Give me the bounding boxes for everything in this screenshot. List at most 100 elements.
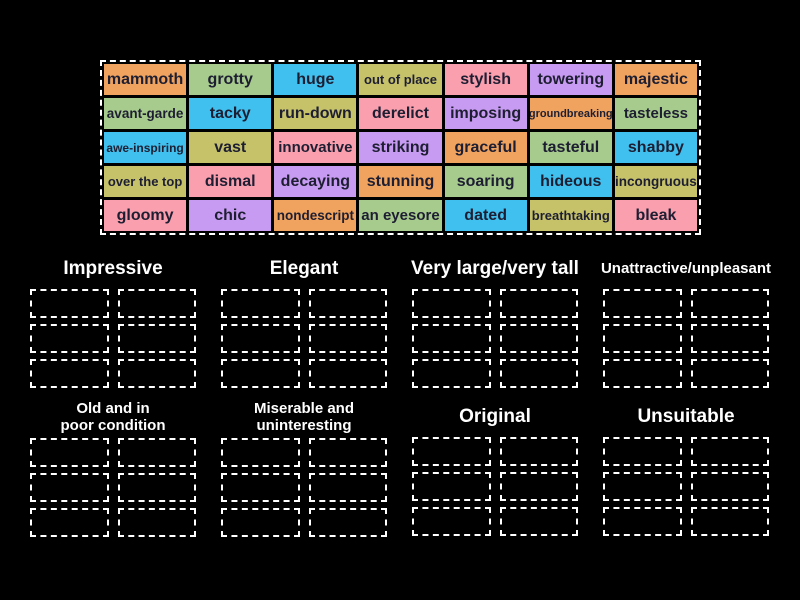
drop-slot[interactable] [117,359,196,388]
drop-slot[interactable] [30,472,109,502]
drop-slot-area [412,437,578,536]
drop-slot[interactable] [603,437,682,466]
drop-slot[interactable] [221,359,300,388]
word-tile-breathtaking[interactable]: breathtaking [529,200,612,231]
drop-slot[interactable] [499,359,578,388]
drop-slot[interactable] [412,359,491,388]
category-title: Elegant [269,258,339,280]
category-title: Very large/very tall [411,258,579,280]
drop-slot[interactable] [117,289,196,318]
drop-slot[interactable] [412,437,491,466]
drop-slot[interactable] [499,472,578,501]
drop-slot[interactable] [412,472,491,501]
drop-slot[interactable] [603,289,682,318]
drop-slot[interactable] [499,437,578,466]
drop-slot[interactable] [117,507,196,537]
word-tile-towering[interactable]: towering [529,64,612,95]
drop-slot[interactable] [690,359,769,388]
word-tile-chic[interactable]: chic [189,200,272,231]
drop-slot[interactable] [308,472,387,502]
drop-slot-area [221,289,387,388]
category-group-unattractive-unpleasant: Unattractive/unpleasant [601,252,771,388]
category-title: Unsuitable [637,406,735,428]
drop-slot[interactable] [308,359,387,388]
word-tile-gloomy[interactable]: gloomy [104,200,187,231]
drop-slot[interactable] [603,472,682,501]
word-tile-innovative[interactable]: innovative [274,132,357,163]
word-tile-an-eyesore[interactable]: an eyesore [359,200,442,231]
drop-slot[interactable] [117,472,196,502]
drop-slot[interactable] [117,324,196,353]
drop-slot[interactable] [499,324,578,353]
word-tile-avant-garde[interactable]: avant-garde [104,98,187,129]
drop-slot[interactable] [499,289,578,318]
word-tile-bleak[interactable]: bleak [614,200,697,231]
drop-slot[interactable] [221,507,300,537]
word-tile-hideous[interactable]: hideous [529,166,612,197]
drop-slot[interactable] [308,324,387,353]
word-tile-stylish[interactable]: stylish [444,64,527,95]
word-tile-imposing[interactable]: imposing [444,98,527,129]
word-tile-shabby[interactable]: shabby [614,132,697,163]
drop-slot[interactable] [221,289,300,318]
drop-slot[interactable] [30,324,109,353]
drop-slot[interactable] [117,437,196,467]
drop-slot[interactable] [690,289,769,318]
word-tile-stunning[interactable]: stunning [359,166,442,197]
word-tile-nondescript[interactable]: nondescript [274,200,357,231]
word-tile-tacky[interactable]: tacky [189,98,272,129]
drop-slot[interactable] [30,507,109,537]
word-tile-dismal[interactable]: dismal [189,166,272,197]
category-group-impressive: Impressive [30,252,196,388]
drop-slot[interactable] [308,507,387,537]
word-tile-striking[interactable]: striking [359,132,442,163]
drop-slot[interactable] [308,437,387,467]
word-tile-tasteful[interactable]: tasteful [529,132,612,163]
drop-slot[interactable] [603,507,682,536]
drop-slot[interactable] [690,472,769,501]
category-title: Original [459,406,531,428]
word-tile-huge[interactable]: huge [274,64,357,95]
word-tile-soaring[interactable]: soaring [444,166,527,197]
drop-slot[interactable] [499,507,578,536]
drop-slot[interactable] [30,359,109,388]
drop-slot[interactable] [30,437,109,467]
drop-slot[interactable] [221,472,300,502]
drop-slot[interactable] [412,324,491,353]
drop-slot[interactable] [30,289,109,318]
word-tile-majestic[interactable]: majestic [614,64,697,95]
drop-slot[interactable] [603,359,682,388]
category-group-old-and-in-poor-condition: Old and in poor condition [30,400,196,537]
drop-slot[interactable] [308,289,387,318]
word-tile-run-down[interactable]: run-down [274,98,357,129]
category-title: Old and in poor condition [60,400,166,435]
category-title: Miserable and uninteresting [253,400,355,435]
drop-slot[interactable] [690,324,769,353]
word-tile-derelict[interactable]: derelict [359,98,442,129]
drop-slot[interactable] [221,437,300,467]
drop-slot[interactable] [412,289,491,318]
word-tile-graceful[interactable]: graceful [444,132,527,163]
word-tile-vast[interactable]: vast [189,132,272,163]
category-group-miserable-and-uninteresting: Miserable and uninteresting [221,400,387,537]
word-tile-dated[interactable]: dated [444,200,527,231]
category-group-elegant: Elegant [221,252,387,388]
drop-slot-area [30,289,196,388]
word-tile-out-of-place[interactable]: out of place [359,64,442,95]
category-group-original: Original [412,400,578,537]
drop-slot[interactable] [221,324,300,353]
drop-slot[interactable] [412,507,491,536]
word-tile-incongruous[interactable]: incongruous [614,166,697,197]
word-tile-groundbreaking[interactable]: groundbreaking [529,98,612,129]
drop-slot[interactable] [690,437,769,466]
drop-slot[interactable] [603,324,682,353]
word-tile-decaying[interactable]: decaying [274,166,357,197]
word-tile-mammoth[interactable]: mammoth [104,64,187,95]
drop-slot[interactable] [690,507,769,536]
word-tile-grotty[interactable]: grotty [189,64,272,95]
category-groups: Impressive Elegant Very large/very tall Una… [30,252,771,537]
word-tile-tasteless[interactable]: tasteless [614,98,697,129]
word-tile-over-the-top[interactable]: over the top [104,166,187,197]
word-tile-awe-inspiring[interactable]: awe-inspiring [104,132,187,163]
